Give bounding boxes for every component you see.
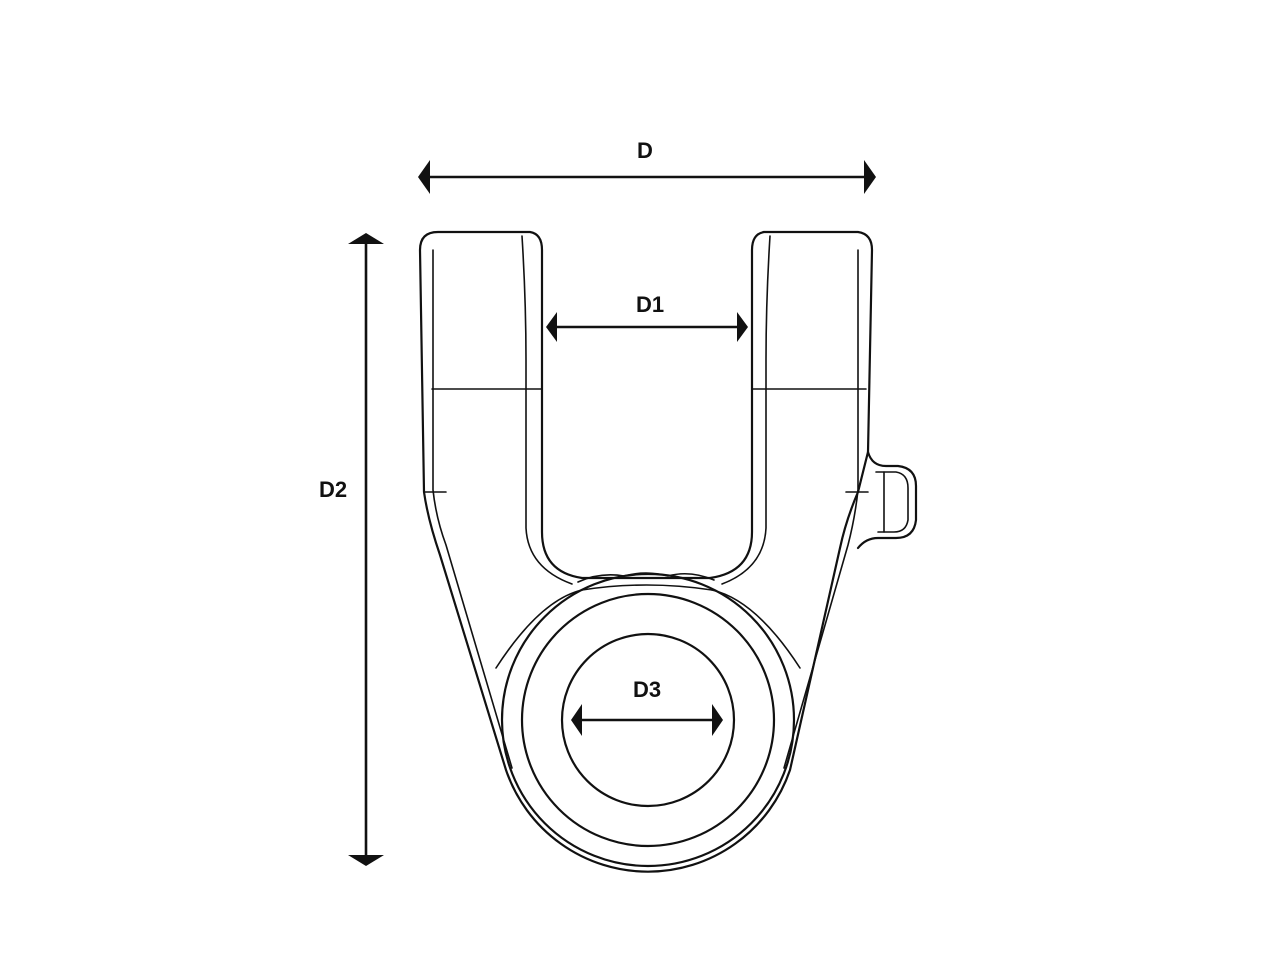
dimension-d: D: [418, 138, 876, 194]
right-arm-inner-edge-slot: [721, 235, 771, 585]
dimension-d3-arrow-right: [712, 704, 723, 736]
dimension-d2-arrow-bottom: [348, 855, 384, 866]
right-arm-inner-edge-outer: [783, 249, 859, 769]
dimension-d1-arrow-left: [546, 312, 557, 342]
hub-shoulder-right: [711, 589, 801, 669]
left-arm-inner-edge-outer: [432, 249, 513, 769]
clevis-outer-outline: [418, 230, 874, 873]
hub-outer-ring: [500, 572, 796, 868]
bore-hole: [560, 632, 736, 808]
dimension-d2: D2: [319, 233, 384, 866]
grease-nipple: [856, 450, 918, 550]
dimension-d-arrow-left: [418, 160, 430, 194]
dimension-d-label: D: [637, 138, 653, 163]
dimension-d3-label: D3: [633, 677, 661, 702]
dimension-d-arrow-right: [864, 160, 876, 194]
clevis-part-drawing: [418, 230, 918, 873]
dimension-d2-label: D2: [319, 477, 347, 502]
slot-bottom-weld-bead-lower: [581, 584, 713, 591]
hub-inner-ring: [520, 592, 776, 848]
hub-shoulder-left: [495, 589, 583, 669]
dimension-d1-arrow-right: [737, 312, 748, 342]
dimension-d1: D1: [546, 292, 748, 342]
left-arm-inner-edge-slot: [521, 235, 573, 585]
grease-nipple-inner: [875, 471, 909, 533]
dimension-d3: D3: [571, 677, 723, 736]
dimension-d3-arrow-left: [571, 704, 582, 736]
dimension-d1-label: D1: [636, 292, 664, 317]
dimension-d2-arrow-top: [348, 233, 384, 244]
